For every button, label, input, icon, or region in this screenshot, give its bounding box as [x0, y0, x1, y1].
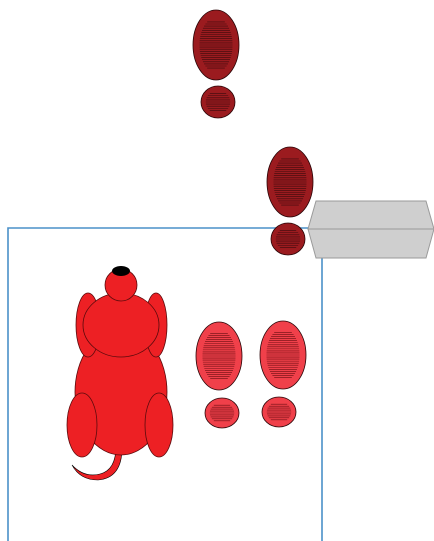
footprint-room-right-icon — [260, 321, 306, 427]
dog-top-view-icon — [67, 266, 173, 480]
footprint-room-left-icon — [196, 322, 242, 428]
footprint-top-icon — [193, 10, 239, 118]
footprint-middle-icon — [267, 147, 313, 255]
doormat-icon — [308, 201, 434, 258]
